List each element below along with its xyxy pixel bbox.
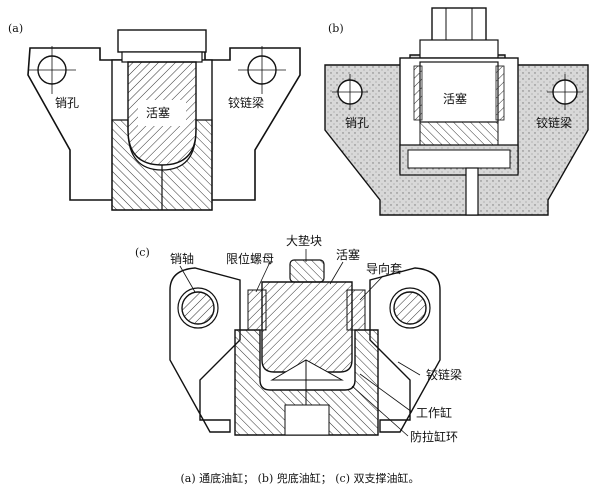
c-hinge-beam-label: 铰链梁 — [426, 368, 463, 382]
c-left-bracket — [169, 267, 241, 433]
c-anti-pull-ring-label: 防拉缸环 — [410, 430, 459, 444]
b-hinge-beam-label: 铰链梁 — [536, 116, 573, 130]
a-pin-hole-label: 销孔 — [55, 96, 80, 110]
b-pin-hole-label: 销孔 — [345, 116, 370, 130]
c-guide-sleeve-label: 导向套 — [366, 262, 403, 276]
c-work-cylinder-label: 工作缸 — [416, 406, 453, 420]
b-piston-label: 活塞 — [443, 92, 468, 106]
c-piston — [261, 281, 353, 373]
figure-a-tag: (a) — [8, 22, 24, 35]
c-limit-nut-label: 限位螺母 — [226, 252, 275, 266]
a-piston-label: 活塞 — [146, 106, 171, 120]
figure-b — [324, 7, 589, 216]
c-work-cylinder — [234, 329, 379, 436]
c-right-pin-shaft — [393, 291, 427, 325]
a-cylinder-bottom — [111, 119, 213, 211]
a-hinge-beam-label: 铰链梁 — [228, 96, 265, 110]
b-piston — [419, 61, 499, 123]
figure-caption: (a) 通底油缸； (b) 兜底油缸； (c) 双支撑油缸。 — [180, 472, 420, 485]
c-left-pin-shaft — [181, 291, 215, 325]
figure-c-tag: (c) — [135, 246, 150, 259]
c-big-pad-label: 大垫块 — [286, 234, 323, 248]
c-big-pad — [289, 259, 325, 283]
figure-c — [169, 249, 441, 437]
c-piston-label: 活塞 — [336, 248, 361, 262]
figure-a — [27, 29, 301, 211]
c-pin-shaft-label: 销轴 — [170, 252, 195, 266]
figure-b-tag: (b) — [328, 22, 344, 35]
